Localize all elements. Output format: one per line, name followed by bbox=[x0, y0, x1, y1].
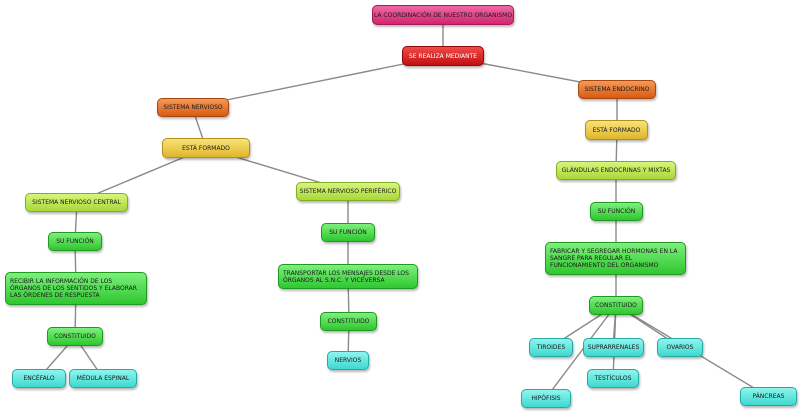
link-mediante-to-nervioso bbox=[191, 55, 444, 108]
node-constituido-3[interactable]: CONSTITUIDO bbox=[589, 296, 643, 315]
node-mediante[interactable]: SE REALIZA MEDIANTE bbox=[402, 46, 484, 66]
node-sistema-nervioso[interactable]: SISTEMA NERVIOSO bbox=[157, 98, 229, 117]
node-constituido-1[interactable]: CONSTITUIDO bbox=[47, 327, 103, 346]
node-su-funcion-1[interactable]: SU FUNCIÓN bbox=[48, 232, 102, 251]
node-hipofisis[interactable]: HIPÓFISIS bbox=[521, 389, 571, 408]
node-tiroides[interactable]: TIROIDES bbox=[529, 338, 573, 357]
node-esta-formado-2[interactable]: ESTÁ FORMADO bbox=[585, 120, 648, 140]
node-sn-central[interactable]: SISTEMA NERVIOSO CENTRAL bbox=[25, 193, 128, 212]
node-suprarrenales[interactable]: SUPRARRENALES bbox=[583, 338, 644, 357]
node-su-funcion-3[interactable]: SU FUNCIÓN bbox=[590, 202, 643, 221]
node-funcion-snp-text[interactable]: TRANSPORTAR LOS MENSAJES DESDE LOS ÓRGAN… bbox=[278, 264, 418, 289]
node-testiculos[interactable]: TESTÍCULOS bbox=[587, 369, 639, 388]
node-funcion-snc-text[interactable]: RECIBIR LA INFORMACIÓN DE LOS ÓRGANOS DE… bbox=[5, 272, 147, 305]
node-sn-periferico[interactable]: SISTEMA NERVIOSO PERIFÉRICO bbox=[296, 182, 400, 201]
node-nervios[interactable]: NERVIOS bbox=[327, 351, 369, 370]
link-constituido3-to-hipofisis bbox=[545, 304, 617, 399]
node-pancreas[interactable]: PÁNCREAS bbox=[740, 387, 797, 406]
node-glandulas[interactable]: GLÁNDULAS ENDOCRINAS Y MIXTAS bbox=[556, 161, 676, 180]
node-esta-formado-1[interactable]: ESTÁ FORMADO bbox=[162, 138, 250, 158]
node-medula[interactable]: MÉDULA ESPINAL bbox=[69, 369, 137, 388]
node-title[interactable]: LA COORDINACIÓN DE NUESTRO ORGANISMO bbox=[372, 5, 514, 25]
node-funcion-endocrino-text[interactable]: FABRICAR Y SEGREGAR HORMONAS EN LA SANGR… bbox=[545, 242, 686, 275]
node-su-funcion-2[interactable]: SU FUNCIÓN bbox=[321, 223, 375, 242]
node-sistema-endocrino[interactable]: SISTEMA ENDOCRINO bbox=[578, 80, 656, 99]
node-constituido-2[interactable]: CONSTITUIDO bbox=[320, 312, 377, 331]
node-encefalo[interactable]: ENCÉFALO bbox=[12, 369, 66, 388]
node-ovarios[interactable]: OVARIOS bbox=[657, 338, 703, 357]
